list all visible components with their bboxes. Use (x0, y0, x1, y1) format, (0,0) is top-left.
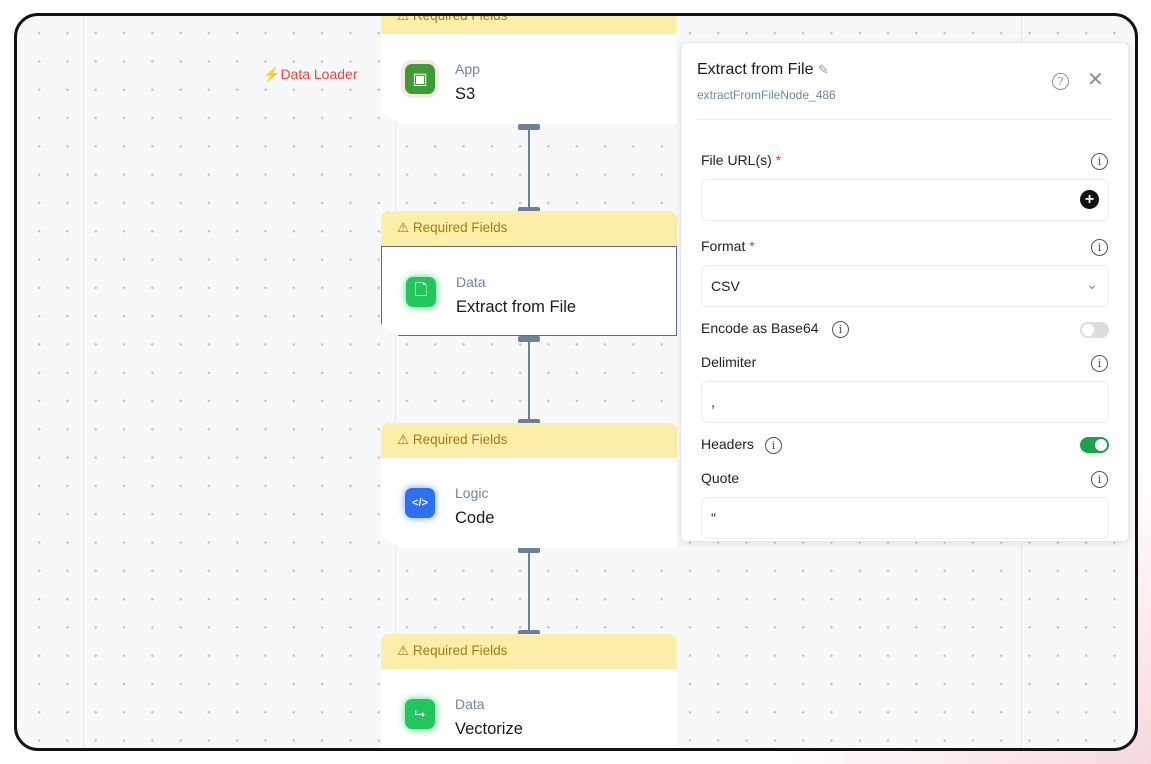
file-icon: 🗋 (406, 277, 436, 307)
warning-icon: ⚠ (397, 13, 413, 23)
quote-input[interactable]: " (701, 497, 1109, 539)
file-urls-input[interactable] (701, 179, 1109, 221)
delimiter-input[interactable]: , (701, 381, 1109, 423)
warning-icon: ⚠ (397, 220, 413, 235)
help-icon[interactable]: ? (1052, 73, 1069, 90)
info-icon[interactable]: i (1091, 471, 1108, 488)
file-urls-label: File URL(s) * (701, 152, 782, 168)
grid-line (395, 16, 396, 748)
headers-label: Headers (701, 436, 754, 452)
warning-banner: ⚠ Required Fields (381, 423, 677, 458)
warning-banner: ⚠ Required Fields (381, 211, 677, 246)
info-icon[interactable]: i (765, 437, 782, 454)
close-icon[interactable]: ✕ (1087, 69, 1104, 91)
edge-handle[interactable] (518, 419, 540, 425)
divider (697, 119, 1112, 120)
format-label: Format * (701, 238, 755, 254)
info-icon[interactable]: i (1091, 239, 1108, 256)
edge-handle[interactable] (518, 207, 540, 213)
edge-handle[interactable] (518, 547, 540, 553)
info-icon[interactable]: i (1091, 355, 1108, 372)
s3-bucket-icon: ▣ (405, 64, 435, 94)
headers-toggle[interactable] (1080, 437, 1109, 453)
edge (528, 549, 530, 634)
lightning-icon: ⚡ (263, 66, 281, 82)
encode-base64-toggle[interactable] (1080, 322, 1109, 338)
chevron-down-icon: ⌄ (1086, 276, 1098, 292)
edge-handle[interactable] (518, 630, 540, 636)
grid-line (83, 16, 84, 748)
group-label: ⚡Data Loader (263, 66, 358, 82)
format-select[interactable]: CSV⌄ (701, 265, 1109, 307)
info-icon[interactable]: i (832, 321, 849, 338)
warning-icon: ⚠ (397, 432, 413, 447)
quote-label: Quote (701, 470, 740, 486)
encode-base64-label: Encode as Base64 (701, 320, 819, 336)
edge-handle[interactable] (518, 336, 540, 342)
edge (528, 126, 530, 211)
edit-pencil-icon[interactable]: ✎ (817, 62, 829, 77)
node-id: extractFromFileNode_486 (697, 88, 836, 102)
delimiter-label: Delimiter (701, 354, 757, 370)
panel-title: Extract from File ✎ (697, 61, 829, 78)
code-icon: </> (405, 488, 435, 518)
node-settings-panel: Extract from File ✎ extractFromFileNode_… (680, 42, 1129, 542)
warning-banner: ⚠ Required Fields (381, 634, 677, 669)
info-icon[interactable]: i (1091, 153, 1108, 170)
edge (528, 338, 530, 423)
vectorize-icon: ⮡ (405, 699, 435, 729)
warning-icon: ⚠ (397, 643, 413, 658)
warning-banner: ⚠ Required Fields (381, 13, 677, 34)
add-url-button[interactable]: + (1080, 190, 1099, 209)
edge-handle[interactable] (518, 124, 540, 130)
